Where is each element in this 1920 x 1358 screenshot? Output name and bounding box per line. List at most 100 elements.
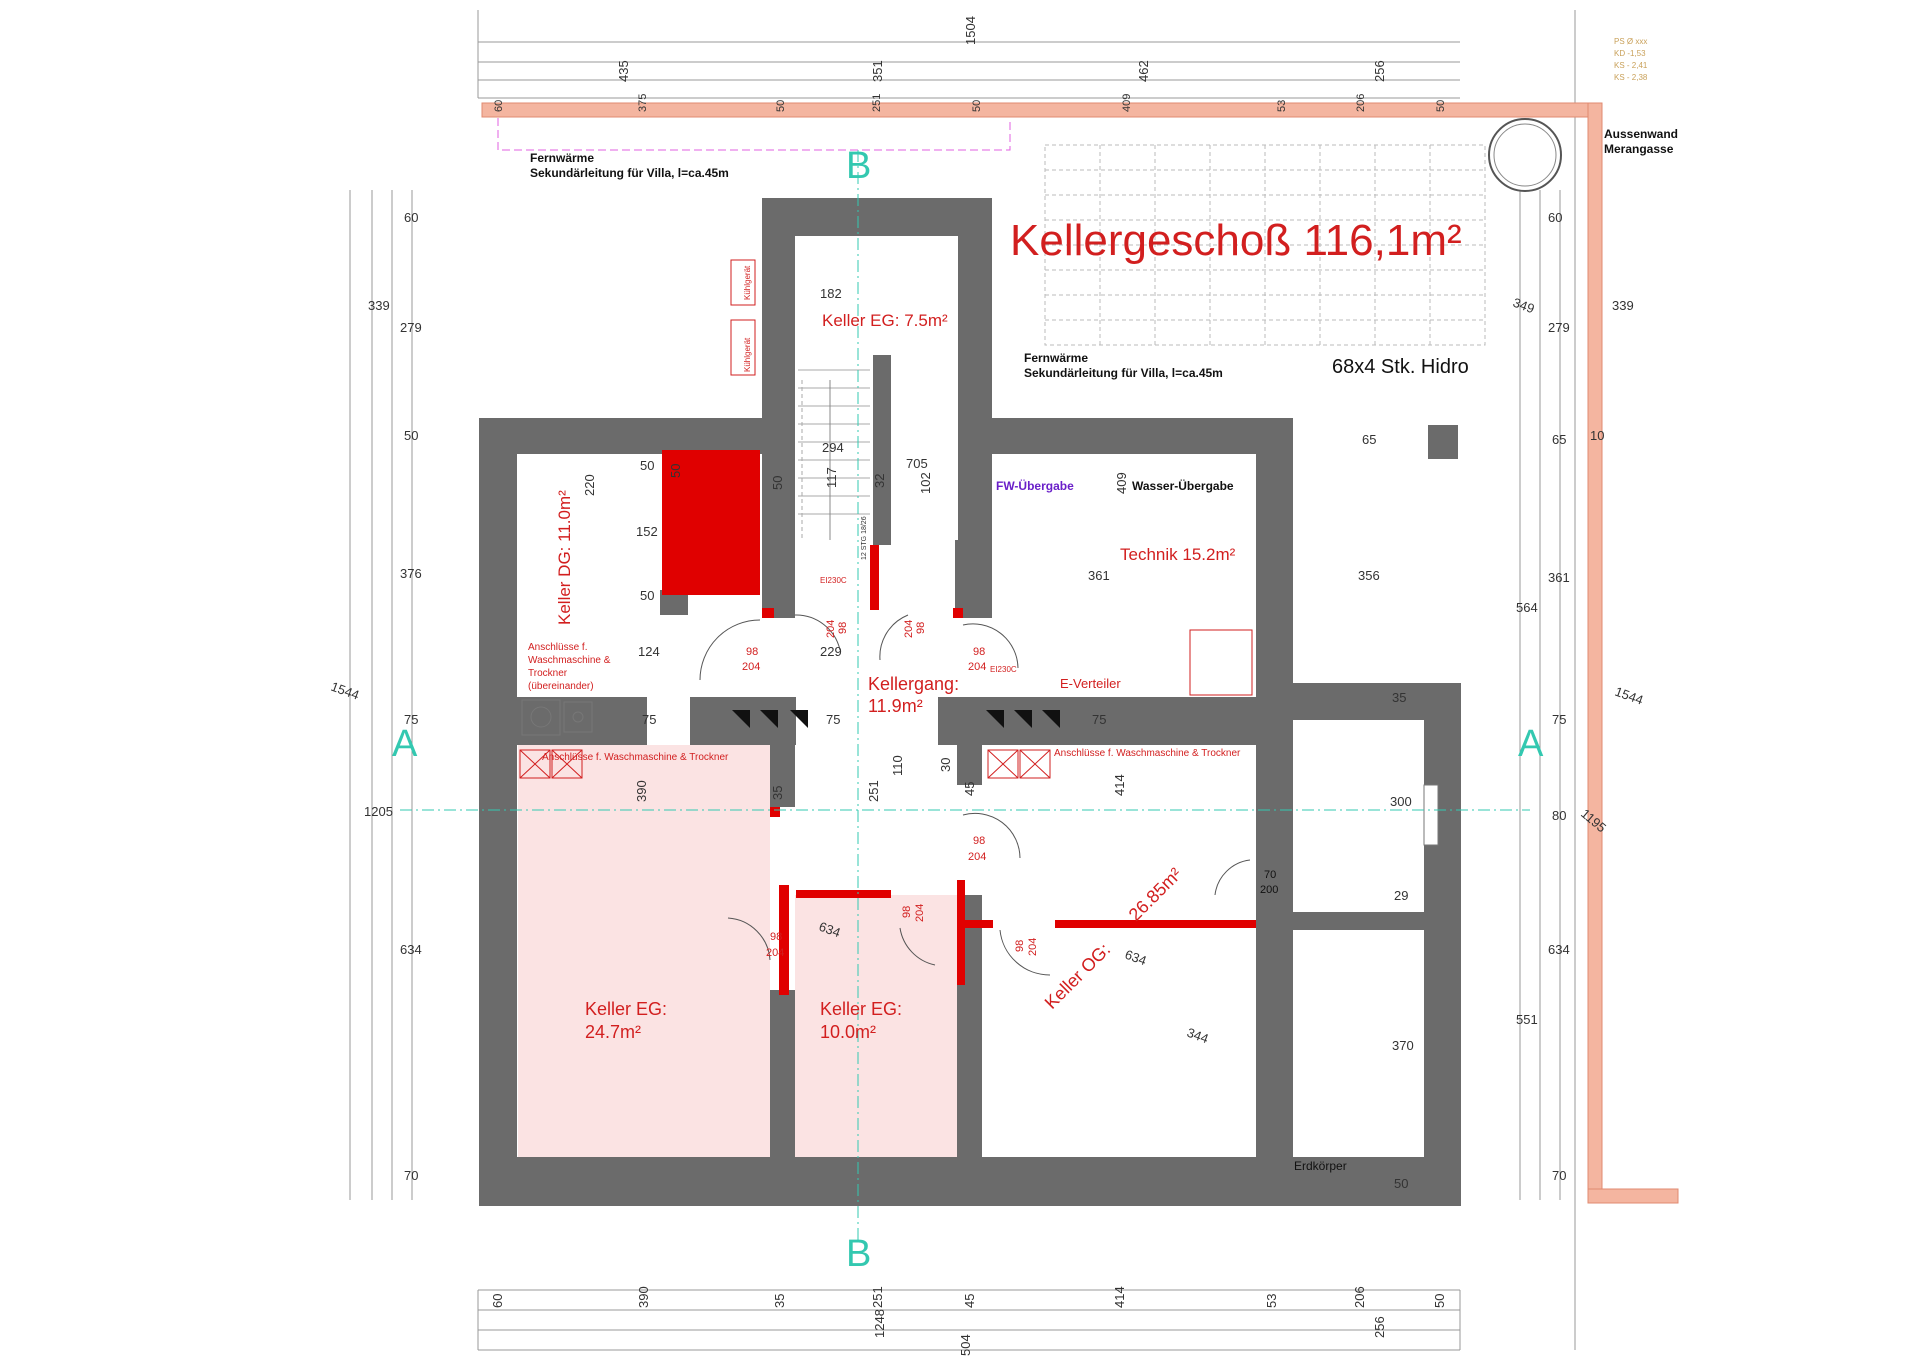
dim-interior: 35 <box>1392 690 1406 705</box>
room-keller-eg-mid-1: Keller EG: <box>820 999 902 1019</box>
door-label: 204 <box>914 904 926 922</box>
dim-top2-b: 375 <box>637 94 649 112</box>
dim-interior: 220 <box>582 474 597 496</box>
door-label: 204 <box>766 947 784 959</box>
dim-right-d: 349 <box>1511 295 1537 317</box>
dim-bot-f: 414 <box>1112 1286 1127 1308</box>
dim-left-i: 634 <box>400 942 422 957</box>
door-swings <box>699 614 1251 976</box>
dim-interior: 634 <box>817 919 843 941</box>
room-fill-keller-eg-mid <box>795 895 957 1157</box>
legend-line-4: KS - 2,38 <box>1614 73 1648 82</box>
door-label: 204 <box>968 851 986 863</box>
room-keller-og-1: Keller OG: <box>1041 939 1115 1013</box>
dim-interior: 361 <box>1088 568 1110 583</box>
sink-icons <box>521 699 593 736</box>
dim-interior: 75 <box>1092 712 1106 727</box>
dim-bot-g: 53 <box>1264 1294 1279 1308</box>
dim-interior: 75 <box>826 712 840 727</box>
dim-interior: 124 <box>638 644 660 659</box>
dim-bot-total1: 1248 <box>872 1309 887 1338</box>
hidro-grid <box>1044 144 1486 346</box>
dim-top2-d: 251 <box>871 94 883 112</box>
black-square <box>1428 425 1458 459</box>
dim-right-o: 70 <box>1552 1168 1566 1183</box>
stairs <box>798 369 870 540</box>
note-anschl-dg-4: (übereinander) <box>528 681 594 692</box>
dim-interior: 356 <box>1358 568 1380 583</box>
dim-left-e: 376 <box>400 566 422 581</box>
dim-interior: 110 <box>890 755 905 776</box>
plan-title: Kellergeschoß 116,1m² <box>1010 216 1462 265</box>
door-label: 204 <box>1027 938 1039 956</box>
dim-top2-h: 206 <box>1355 94 1367 112</box>
dim-top2-e: 50 <box>971 100 983 112</box>
dim-bot-b: 390 <box>636 1286 651 1308</box>
dim-interior: 390 <box>634 780 649 802</box>
door-label: 204 <box>742 661 760 673</box>
section-marker-b-bottom: B <box>846 1233 871 1275</box>
dimension-lines <box>349 10 1576 1351</box>
room-keller-eg-left-2: 24.7m² <box>585 1022 641 1042</box>
dim-left-a: 60 <box>404 210 418 225</box>
dim-interior: 344 <box>1185 1025 1211 1047</box>
appliance-boxes <box>519 259 1051 779</box>
door-label: 204 <box>903 620 915 638</box>
note-fw-uebergabe: FW-Übergabe <box>996 478 1074 493</box>
dim-bot-total3: 256 <box>1372 1316 1387 1338</box>
dim-left-d: 50 <box>404 428 418 443</box>
dim-right-j: 75 <box>1552 712 1566 727</box>
walls <box>479 198 1461 1206</box>
technik-box <box>1189 629 1253 696</box>
note-e-verteiler: E-Verteiler <box>1060 676 1121 691</box>
note-anschl-dg-2: Waschmaschine & <box>528 655 611 666</box>
dim-top-total: 1504 <box>963 16 978 45</box>
room-fill-keller-eg-left <box>518 745 770 1157</box>
dim-interior: 182 <box>820 286 842 301</box>
note-fernwaerme-1a: Fernwärme <box>530 151 594 165</box>
room-keller-dg: Keller DG: 11.0m² <box>555 490 574 625</box>
door-label: 70 <box>1264 869 1276 881</box>
note-anschl-dg-1: Anschlüsse f. <box>528 642 587 653</box>
dim-interior: 35 <box>770 786 785 800</box>
section-marker-a-right: A <box>1518 723 1544 765</box>
outer-boundary-wall <box>481 102 1679 1204</box>
note-wasser-uebergabe: Wasser-Übergabe <box>1132 478 1234 493</box>
dim-bot-i: 50 <box>1432 1294 1447 1308</box>
dim-bot-total2: 504 <box>958 1334 973 1356</box>
door-label: 98 <box>837 622 849 634</box>
dim-top-c: 462 <box>1136 60 1151 82</box>
door-label: 98 <box>915 622 927 634</box>
dim-right-k: 80 <box>1552 808 1566 823</box>
dim-bot-e: 45 <box>962 1294 977 1308</box>
dim-right-e: 65 <box>1552 432 1566 447</box>
dim-bot-c: 35 <box>772 1294 787 1308</box>
dim-interior: 50 <box>640 588 654 603</box>
dim-interior: 634 <box>1123 947 1149 969</box>
room-kellergang-1: Kellergang: <box>868 674 959 694</box>
door-label: 200 <box>1260 884 1278 896</box>
note-fernwaerme-2b: Sekundärleitung für Villa, l=ca.45m <box>1024 366 1223 380</box>
dim-interior: 50 <box>770 476 785 490</box>
dim-right-b: 339 <box>1612 298 1634 313</box>
door-label: 204 <box>968 661 986 673</box>
dim-right-a: 60 <box>1548 210 1562 225</box>
dim-interior: 75 <box>642 712 656 727</box>
dim-interior: 414 <box>1112 774 1127 796</box>
corridor-markers <box>732 710 1060 728</box>
dim-left-h: 1205 <box>364 804 393 819</box>
dim-interior: 705 <box>906 456 928 471</box>
dim-top2-c: 50 <box>775 100 787 112</box>
dim-interior: 251 <box>866 780 881 802</box>
dim-interior: 294 <box>822 440 844 455</box>
dim-left-b: 339 <box>368 298 390 313</box>
door-label: 98 <box>770 931 782 943</box>
dim-left-g: 75 <box>404 712 418 727</box>
dim-right-i: 1544 <box>1613 684 1645 708</box>
dim-interior: 152 <box>636 524 658 539</box>
dim-left-c: 279 <box>400 320 422 335</box>
dim-top-d: 256 <box>1372 60 1387 82</box>
door-label: 98 <box>901 906 913 918</box>
dim-right-n: 551 <box>1516 1012 1538 1027</box>
